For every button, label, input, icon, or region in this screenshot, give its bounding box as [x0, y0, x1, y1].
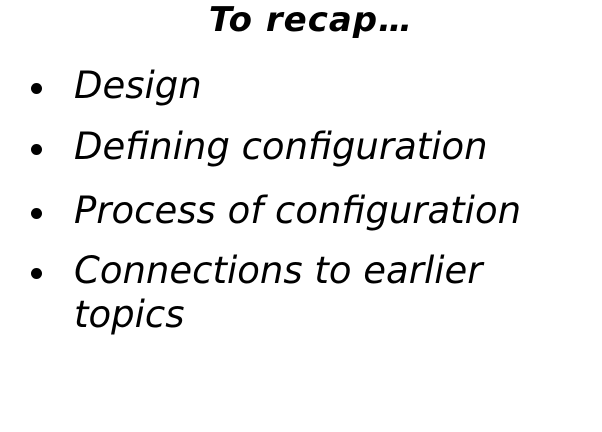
bullet-item-process-of-configuration: Process of configuration [0, 189, 602, 233]
slide-title: To recap… [208, 0, 414, 40]
bullet-dot-icon [31, 144, 42, 155]
bullet-dot-icon [31, 268, 42, 279]
bullet-list: Design Defining configuration Process of… [0, 64, 602, 359]
bullet-item-connections-to-earlier-topics: Connections to earlier topics [0, 249, 602, 337]
bullet-item-design: Design [0, 64, 602, 108]
bullet-text: Process of configuration [74, 189, 522, 232]
bullet-dot-icon [31, 83, 42, 94]
bullet-text: Defining configuration [74, 125, 488, 168]
bullet-text: Design [74, 64, 202, 107]
bullet-text: Connections to earlier topics [74, 249, 483, 336]
bullet-dot-icon [31, 208, 42, 219]
bullet-item-defining-configuration: Defining configuration [0, 125, 602, 169]
